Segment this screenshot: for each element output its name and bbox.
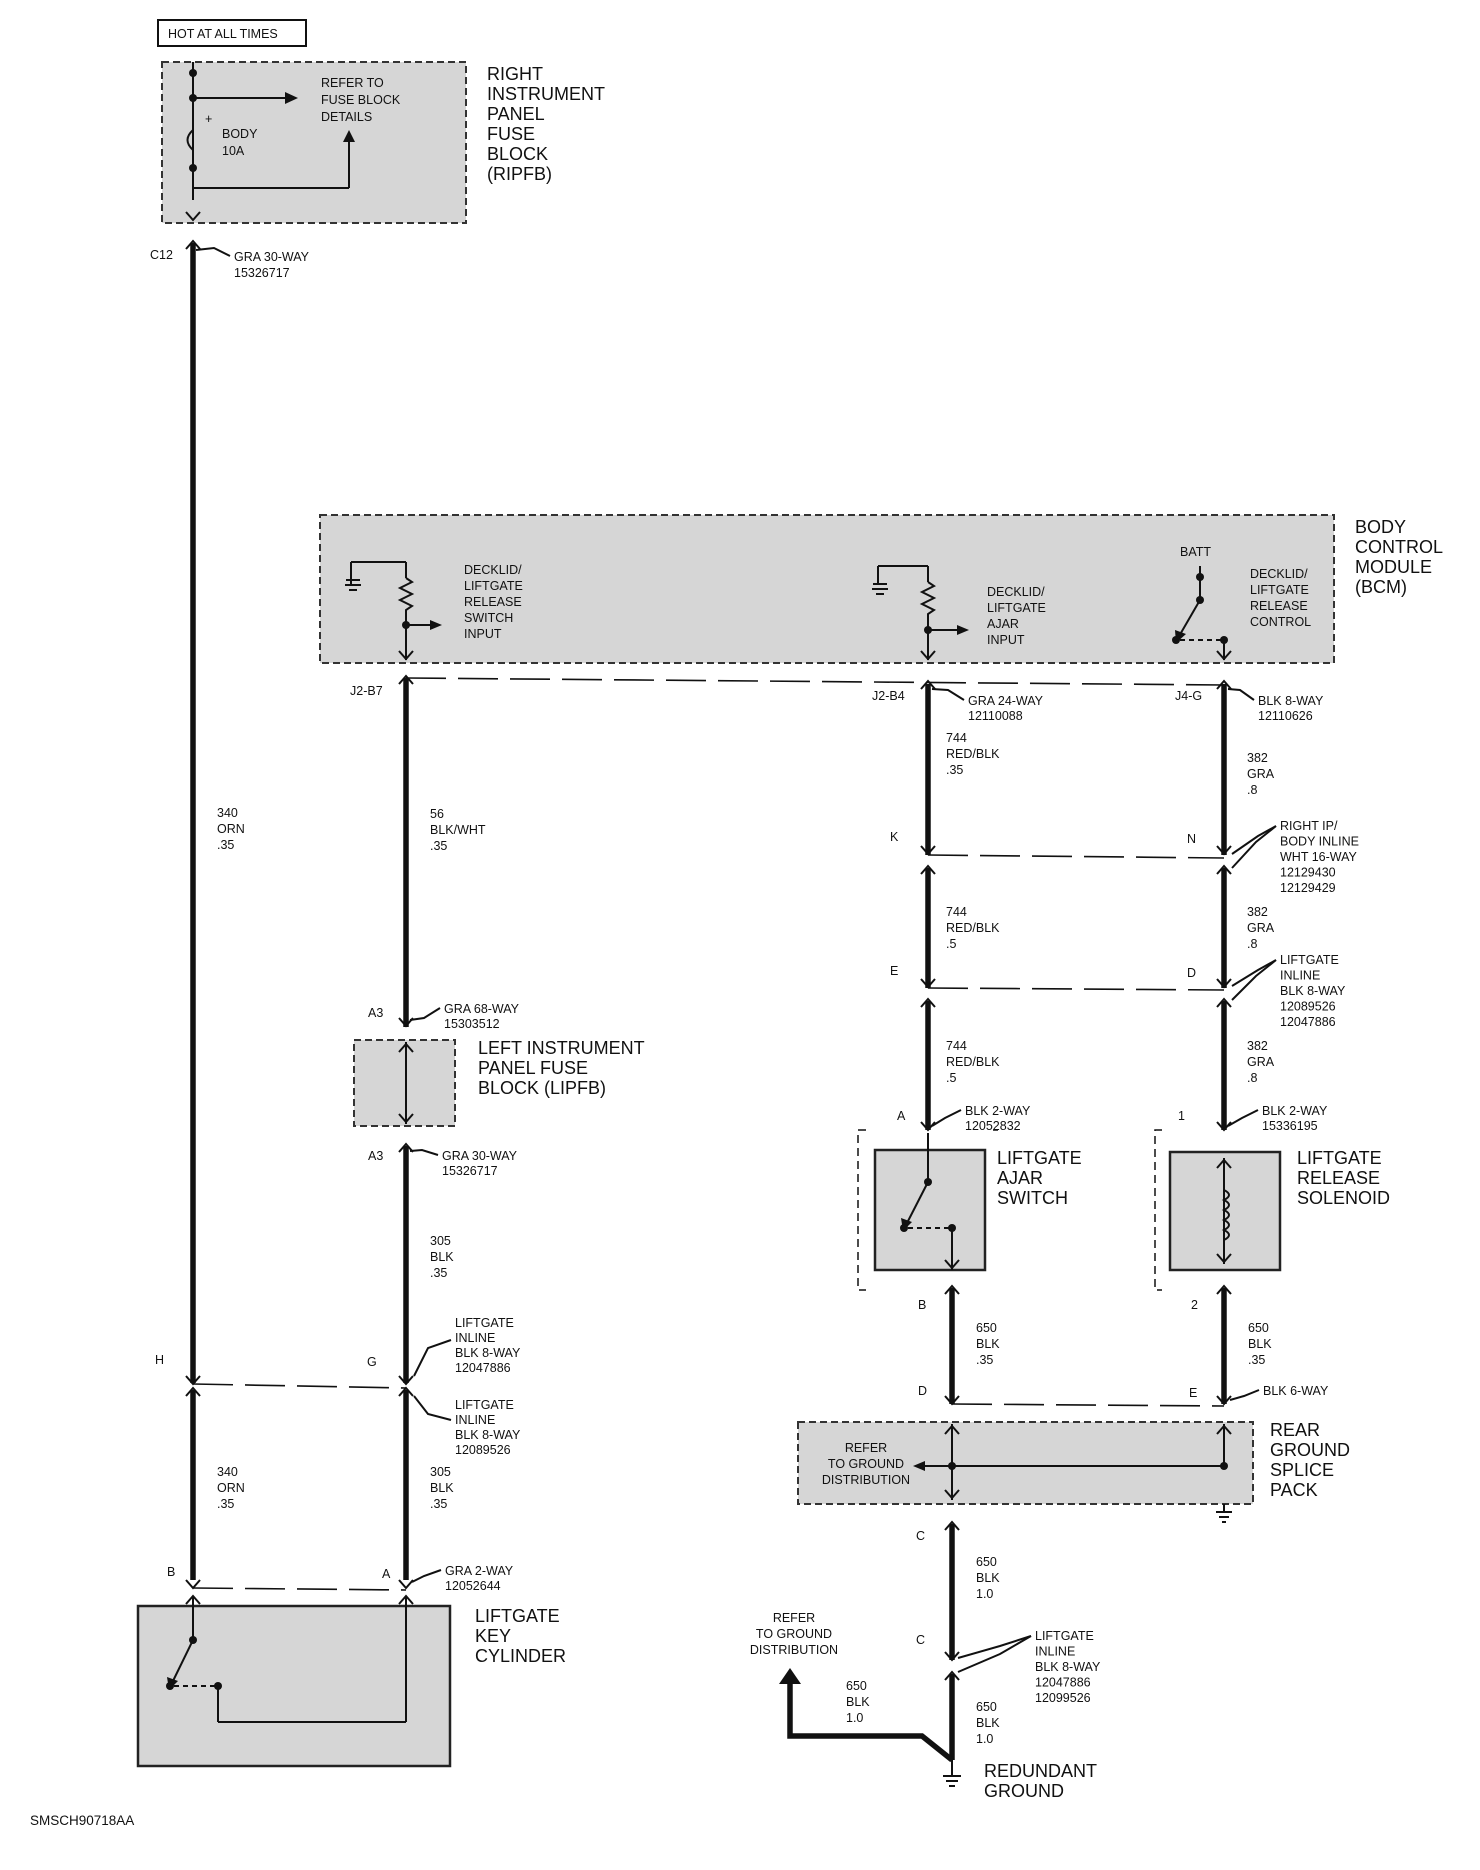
c12-pin: C12 [150, 248, 173, 262]
j4g-pin: J4-G [1175, 689, 1202, 703]
lipfb-fuse-block [353, 1039, 456, 1127]
ground-c-lower: C [916, 1633, 925, 1647]
svg-text:K: K [890, 830, 899, 844]
svg-text:A: A [382, 1567, 391, 1581]
svg-text:D: D [1187, 966, 1196, 980]
ground-symbol [943, 1760, 961, 1787]
ground-c-upper: C [916, 1529, 925, 1543]
svg-text:G: G [367, 1355, 377, 1369]
svg-text:+: + [205, 112, 212, 126]
ajar-conn-pin: A [897, 1109, 906, 1123]
ajar-pin-b: B [918, 1298, 926, 1312]
svg-text:HOT AT ALL TIMES: HOT AT ALL TIMES [168, 27, 278, 41]
liftgate-ajar-switch [857, 1129, 998, 1291]
svg-text:N: N [1187, 832, 1196, 846]
bcm-connector-line [405, 677, 1225, 686]
hot-at-all-times-label: HOT AT ALL TIMES [157, 19, 307, 47]
liftgate-key-cylinder [136, 1594, 452, 1768]
svg-text:E: E [1189, 1386, 1197, 1400]
liftgate-release-solenoid [1154, 1129, 1282, 1291]
bcm-batt-label: BATT [1180, 545, 1211, 559]
svg-text:E: E [890, 964, 898, 978]
solenoid-conn-pin: 1 [1178, 1109, 1185, 1123]
diagram-code: SMSCH90718AA [30, 1813, 134, 1828]
svg-text:B: B [167, 1565, 175, 1579]
solenoid-pin-2: 2 [1191, 1298, 1198, 1312]
a3-top-pin: A3 [368, 1006, 383, 1020]
connector-d-e: D E BLK 6-WAY [918, 1384, 1329, 1407]
connector-d-e-desc: BLK 6-WAY [1263, 1384, 1329, 1398]
a3-bot-pin: A3 [368, 1149, 383, 1163]
j2b7-pin: J2-B7 [350, 684, 383, 698]
svg-text:H: H [155, 1353, 164, 1367]
svg-text:D: D [918, 1384, 927, 1398]
j2b4-pin: J2-B4 [872, 689, 905, 703]
wire-650-refer [787, 1680, 954, 1763]
